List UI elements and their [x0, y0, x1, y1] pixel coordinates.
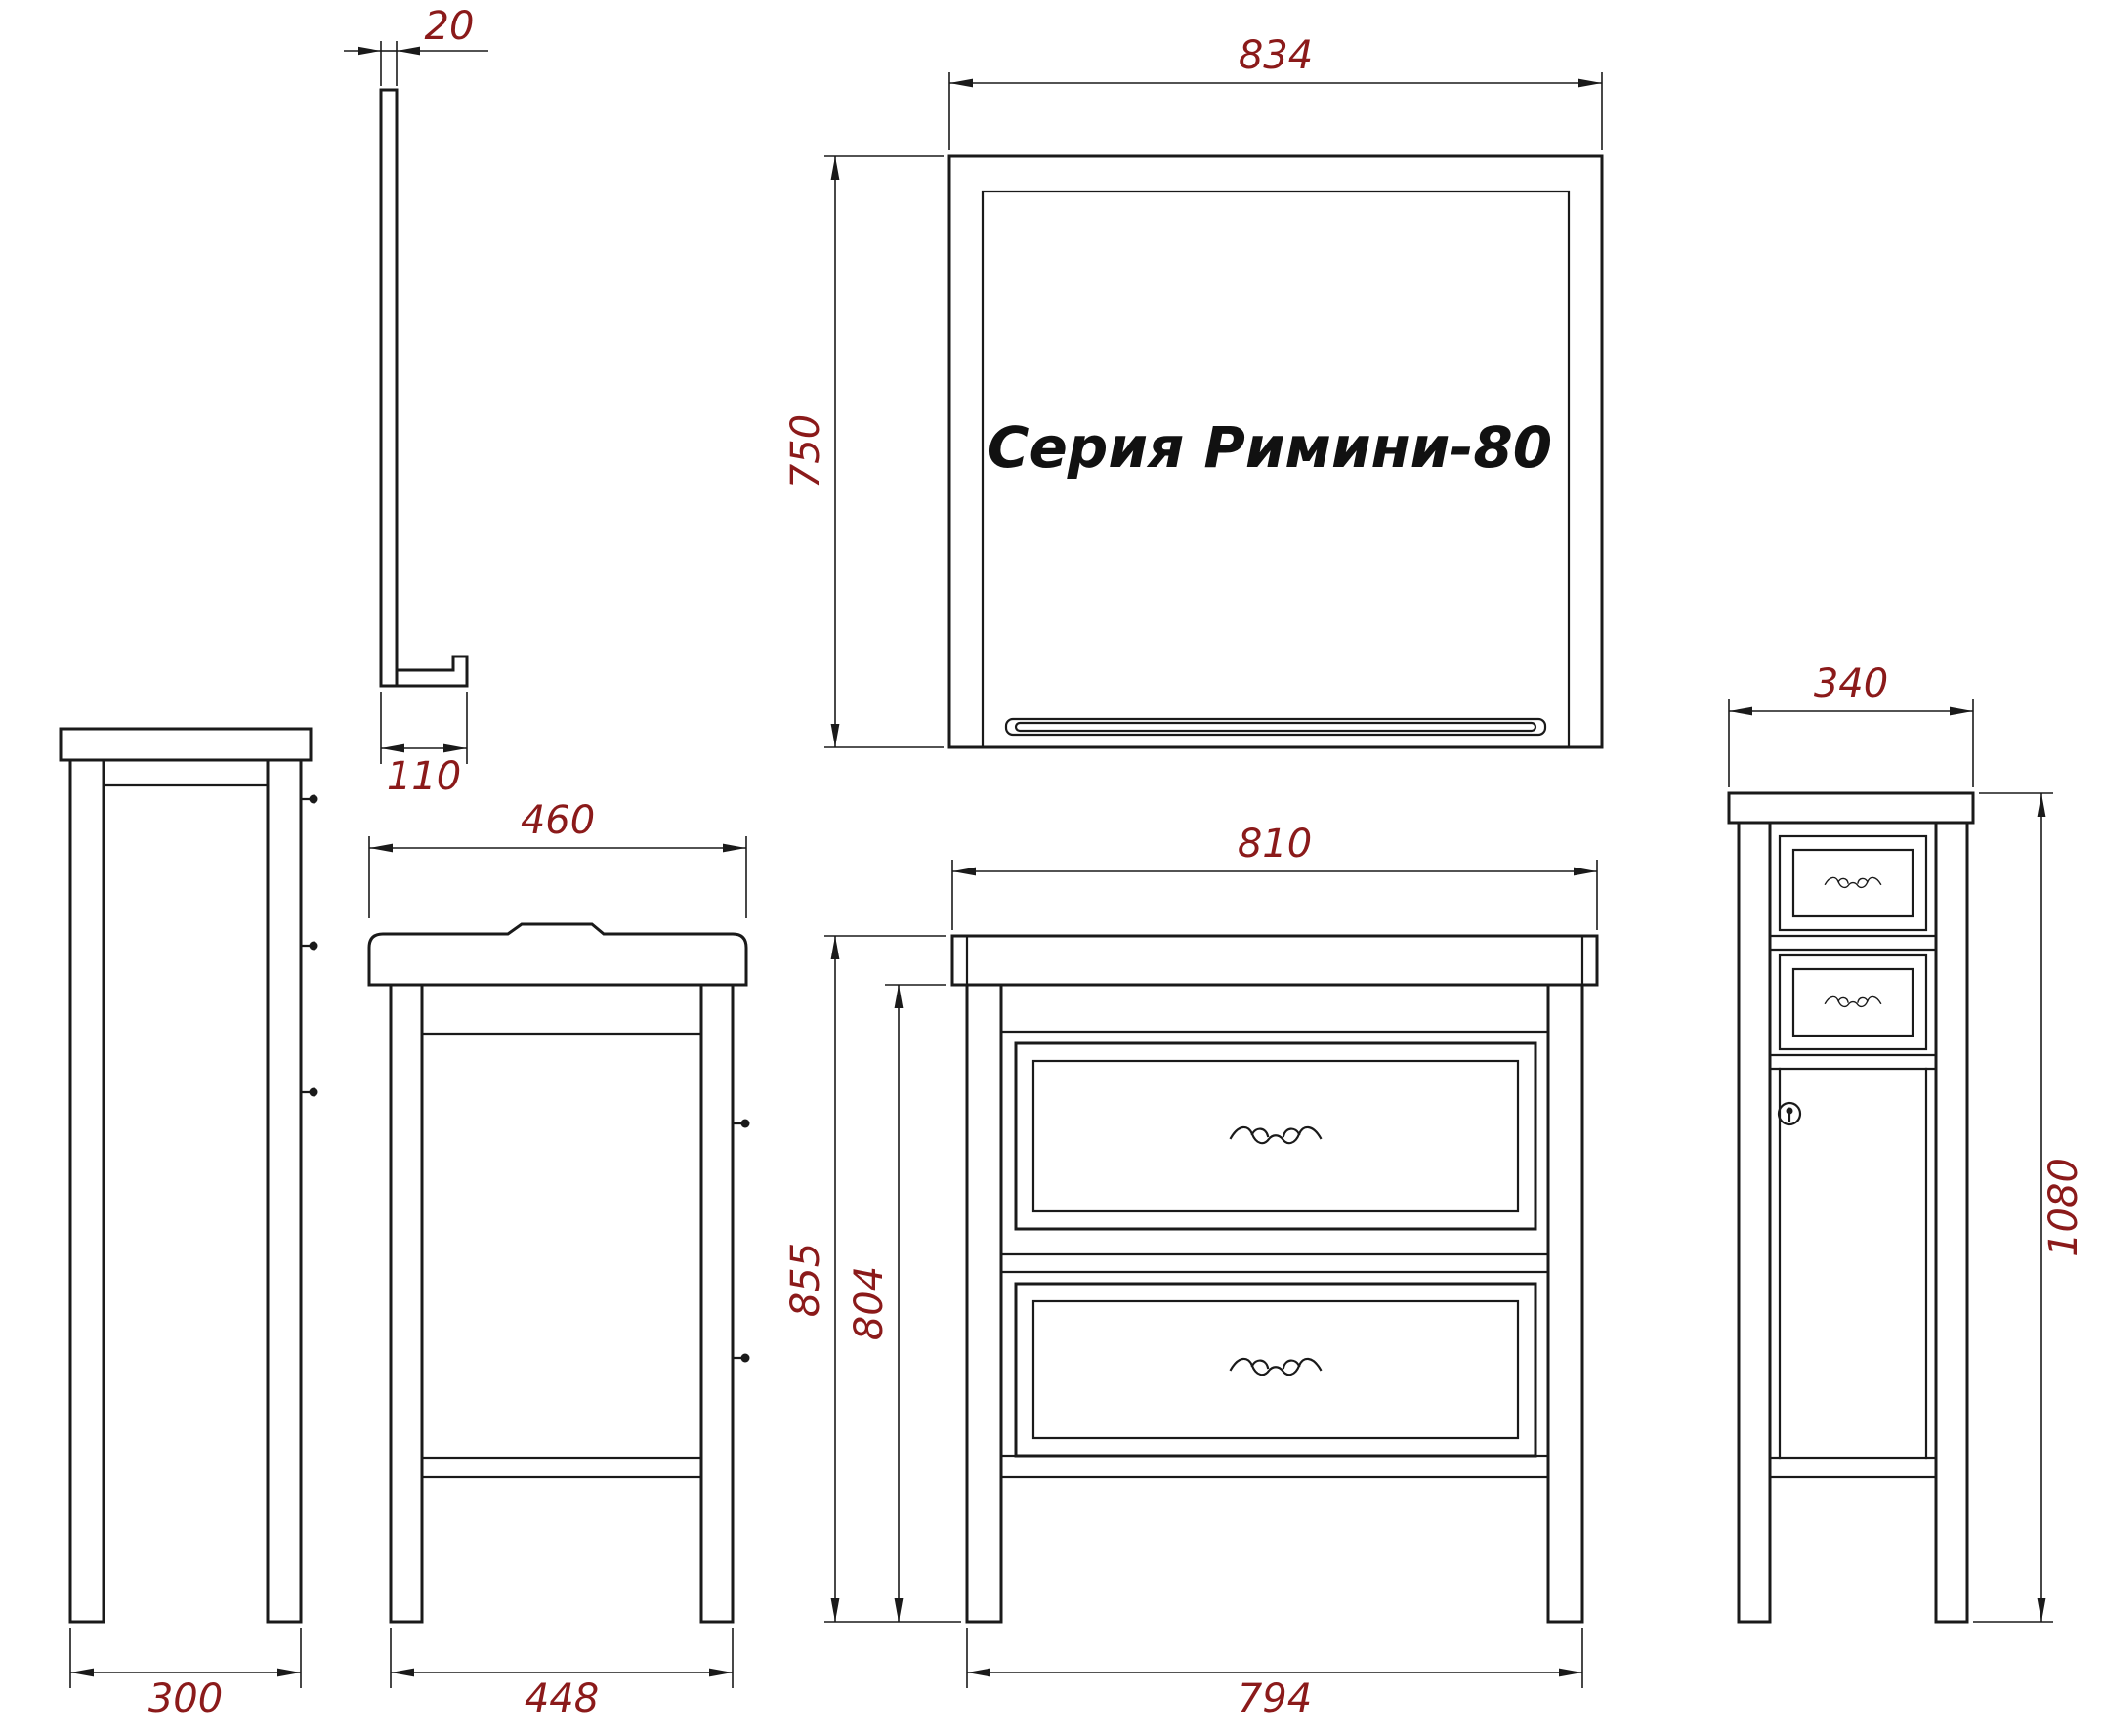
cabinet-side-view: 300 — [59, 727, 319, 1721]
vanity-side-sink-top — [367, 922, 748, 987]
extension-lines — [824, 155, 944, 748]
tall-cabinet-left-leg — [1737, 821, 1772, 1624]
hinge-icon — [299, 1080, 319, 1104]
lock-ring — [1777, 1101, 1802, 1126]
drawer-lower-face — [1014, 1282, 1537, 1458]
dim-vanity-leg-span: 794 — [966, 1628, 1583, 1721]
drawer-handle-icon — [1229, 1125, 1323, 1145]
sink-top-edge-marks — [965, 934, 1584, 987]
tall-cabinet-rail-lines-1 — [1768, 934, 1938, 952]
extension-lines — [380, 41, 398, 86]
mirror-shelf-bar — [1004, 717, 1547, 737]
tall-cabinet-right-leg — [1934, 821, 1969, 1624]
cabinet-side-top-board — [59, 727, 313, 762]
drawer-handle-icon — [1824, 995, 1882, 1008]
dim-mirror-height: 750 — [783, 155, 944, 748]
dim-label-cabinet-depth: 300 — [148, 1676, 223, 1721]
hinge-icon — [299, 934, 319, 957]
series-title: Серия Римини-80 — [988, 414, 1552, 481]
extension-lines — [824, 935, 961, 1623]
dim-label-tall-width: 340 — [1814, 661, 1888, 706]
vanity-front-view: 810 855 804 794 — [783, 822, 1599, 1721]
drawer-handle-icon — [1229, 1357, 1323, 1376]
dim-mirror-width: 834 — [948, 33, 1603, 150]
dim-vanity-total-height: 855 — [783, 935, 961, 1623]
mirror-side-view: 20 110 — [344, 4, 488, 799]
dim-label-mirror-height: 750 — [783, 414, 828, 488]
mirror-inner-frame — [981, 190, 1571, 749]
vanity-side-front-leg — [699, 983, 735, 1624]
extension-lines — [380, 692, 468, 764]
mirror-panel-side — [379, 88, 399, 688]
tall-cabinet-front-view: 340 1080 — [1727, 661, 2086, 1624]
dim-label-body-height: 804 — [847, 1266, 892, 1340]
lock-icon — [1777, 1101, 1802, 1126]
dim-mirror-thickness: 20 — [344, 4, 488, 86]
dim-label-leg-depth: 448 — [525, 1676, 599, 1721]
dim-vanity-top-depth: 460 — [368, 798, 747, 918]
drawer-lower-panel — [1031, 1299, 1520, 1440]
tall-cabinet-top-board — [1727, 791, 1975, 825]
extension-lines — [69, 1628, 302, 1688]
tall-cabinet-stretcher — [1768, 1456, 1938, 1479]
hinge-icon — [731, 1346, 751, 1370]
extension-lines — [1728, 699, 1974, 787]
dim-mirror-shelf-depth: 110 — [380, 692, 468, 799]
extension-lines — [390, 1628, 734, 1688]
drawer-upper-panel — [1031, 1059, 1520, 1213]
dim-label-thickness: 20 — [425, 4, 475, 49]
dim-label-leg-span: 794 — [1238, 1676, 1312, 1721]
dim-label-top-width: 810 — [1238, 822, 1312, 867]
mirror-shelf-side — [395, 655, 469, 688]
dim-cabinet-depth: 300 — [69, 1628, 302, 1721]
drawer-handle-icon — [1824, 876, 1882, 889]
mirror-outer-frame — [947, 154, 1604, 749]
tall-drawer-lower-panel — [1791, 967, 1914, 1037]
hinge-icon — [299, 787, 319, 811]
vanity-sink-top — [950, 934, 1599, 987]
dim-vanity-top-width: 810 — [951, 822, 1598, 930]
vanity-left-leg — [965, 983, 1003, 1624]
drawer-upper-face — [1014, 1041, 1537, 1231]
vanity-mid-rail-lines — [999, 1252, 1550, 1274]
dim-tall-cabinet-height: 1080 — [1973, 792, 2086, 1623]
tall-drawer-upper-panel — [1791, 848, 1914, 918]
tall-drawer-upper-face — [1778, 834, 1928, 932]
dim-label-total-height: 855 — [783, 1243, 828, 1317]
tall-cabinet-rail-lines-2 — [1768, 1053, 1938, 1071]
dim-vanity-body-height: 804 — [847, 984, 946, 1622]
tall-cabinet-door-stiles — [1778, 1067, 1928, 1460]
vanity-right-leg — [1546, 983, 1584, 1624]
hinge-icon — [731, 1112, 751, 1135]
extension-lines — [948, 72, 1603, 150]
extension-lines — [966, 1628, 1583, 1688]
dim-label-shelf-depth: 110 — [387, 754, 461, 799]
lock-pin — [1786, 1107, 1793, 1115]
vanity-side-back-leg — [389, 983, 424, 1624]
dim-label-tall-height: 1080 — [2041, 1158, 2086, 1257]
mirror-front-view: Серия Римини-80 834 750 — [783, 33, 1604, 749]
cabinet-side-front-leg — [266, 758, 303, 1624]
extension-lines — [951, 860, 1598, 930]
dim-vanity-leg-depth: 448 — [390, 1628, 734, 1721]
cabinet-side-back-leg — [68, 758, 105, 1624]
mirror-shelf-bar-inner — [1014, 721, 1537, 733]
vanity-bottom-rail — [999, 1454, 1550, 1479]
dim-label-mirror-width: 834 — [1239, 33, 1313, 78]
vanity-side-view: 460 448 — [367, 798, 751, 1721]
dim-label-top-depth: 460 — [521, 798, 595, 843]
dim-tall-cabinet-width: 340 — [1728, 661, 1974, 787]
vanity-side-stretcher — [420, 1456, 703, 1479]
tall-drawer-lower-face — [1778, 953, 1928, 1051]
